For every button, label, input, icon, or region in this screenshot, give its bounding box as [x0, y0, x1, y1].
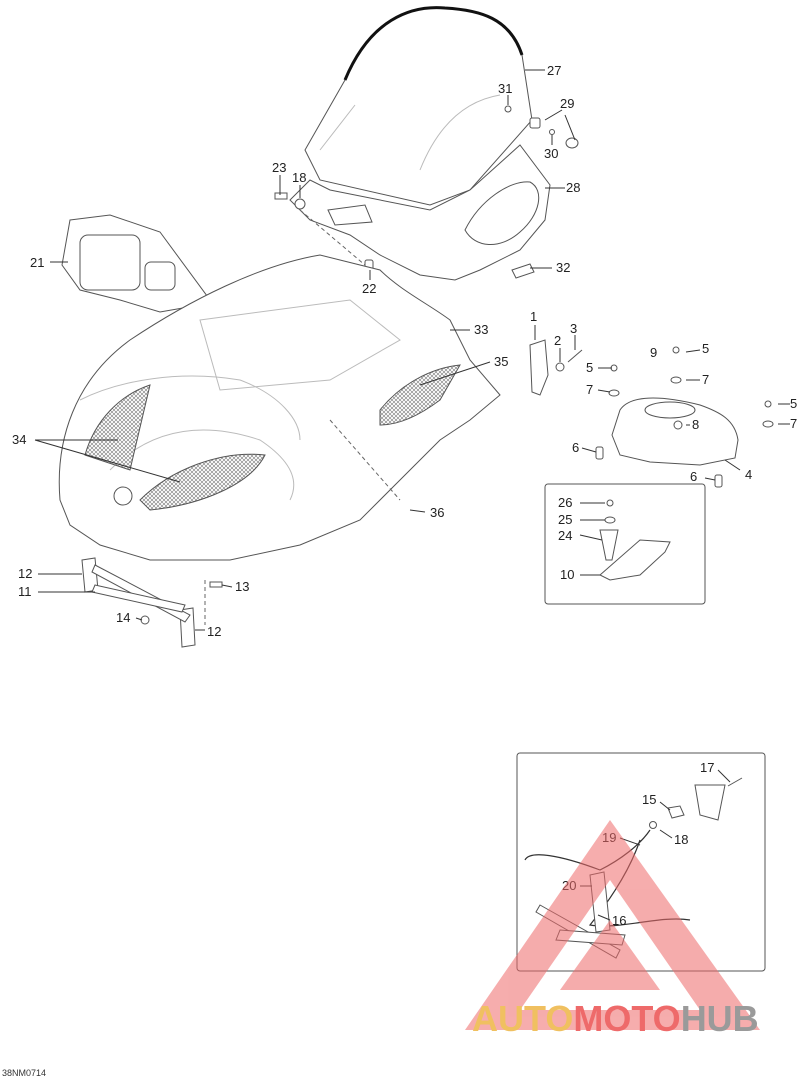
callout-3: 3 [570, 321, 577, 336]
callout-9: 9 [650, 345, 657, 360]
callout-17: 17 [700, 760, 714, 775]
callout-30: 30 [544, 146, 558, 161]
callout-11: 11 [18, 584, 32, 599]
hood-support [81, 557, 223, 648]
callout-8: 8 [692, 417, 699, 432]
callout-4: 4 [745, 467, 752, 482]
callout-12-bottom: 12 [207, 624, 221, 639]
callout-5-left: 5 [586, 360, 593, 375]
callout-34: 34 [12, 432, 26, 447]
gauge-support [61, 214, 211, 313]
callout-6-left: 6 [572, 440, 579, 455]
callout-15: 15 [642, 792, 656, 807]
callout-13: 13 [235, 579, 249, 594]
watermark-logo [465, 820, 760, 1030]
callout-29: 29 [560, 96, 574, 111]
callout-12-top: 12 [18, 566, 32, 581]
callout-numbers: 27 31 29 30 28 32 23 18 22 21 33 35 34 3… [12, 63, 797, 928]
callout-7-mid: 7 [702, 372, 709, 387]
callout-7-right: 7 [790, 416, 797, 431]
watermark-moto: MOTO [573, 998, 681, 1039]
callout-18-top: 18 [292, 170, 306, 185]
hood [58, 254, 501, 561]
callout-33: 33 [474, 322, 488, 337]
callout-22: 22 [362, 281, 376, 296]
callout-2: 2 [554, 333, 561, 348]
callout-26: 26 [558, 495, 572, 510]
callout-5-mid: 5 [702, 341, 709, 356]
callout-24: 24 [558, 528, 572, 543]
callout-1: 1 [530, 309, 537, 324]
callout-7-left: 7 [586, 382, 593, 397]
windshield [304, 6, 533, 206]
callout-18-bottom: 18 [674, 832, 688, 847]
leader-lines [34, 69, 790, 921]
callout-28: 28 [566, 180, 580, 195]
watermark-hub: HUB [680, 998, 759, 1039]
callout-21: 21 [30, 255, 44, 270]
callout-35: 35 [494, 354, 508, 369]
watermark-text: AUTOMOTOHUB [472, 998, 759, 1040]
callout-10: 10 [560, 567, 574, 582]
callout-23: 23 [272, 160, 286, 175]
side-panel [611, 397, 739, 466]
diagram-code: 38NM0714 [2, 1068, 47, 1078]
callout-16: 16 [612, 913, 626, 928]
callout-36: 36 [430, 505, 444, 520]
callout-5-right: 5 [790, 396, 797, 411]
callout-31: 31 [498, 81, 512, 96]
watermark-auto: AUTO [472, 998, 574, 1039]
callout-6-right: 6 [690, 469, 697, 484]
callout-27: 27 [547, 63, 561, 78]
callout-25: 25 [558, 512, 572, 527]
callout-14: 14 [116, 610, 130, 625]
detail-box-bracket [544, 483, 706, 605]
callout-32: 32 [556, 260, 570, 275]
side-fasteners [529, 339, 774, 488]
windshield-lower-panel [289, 144, 551, 281]
